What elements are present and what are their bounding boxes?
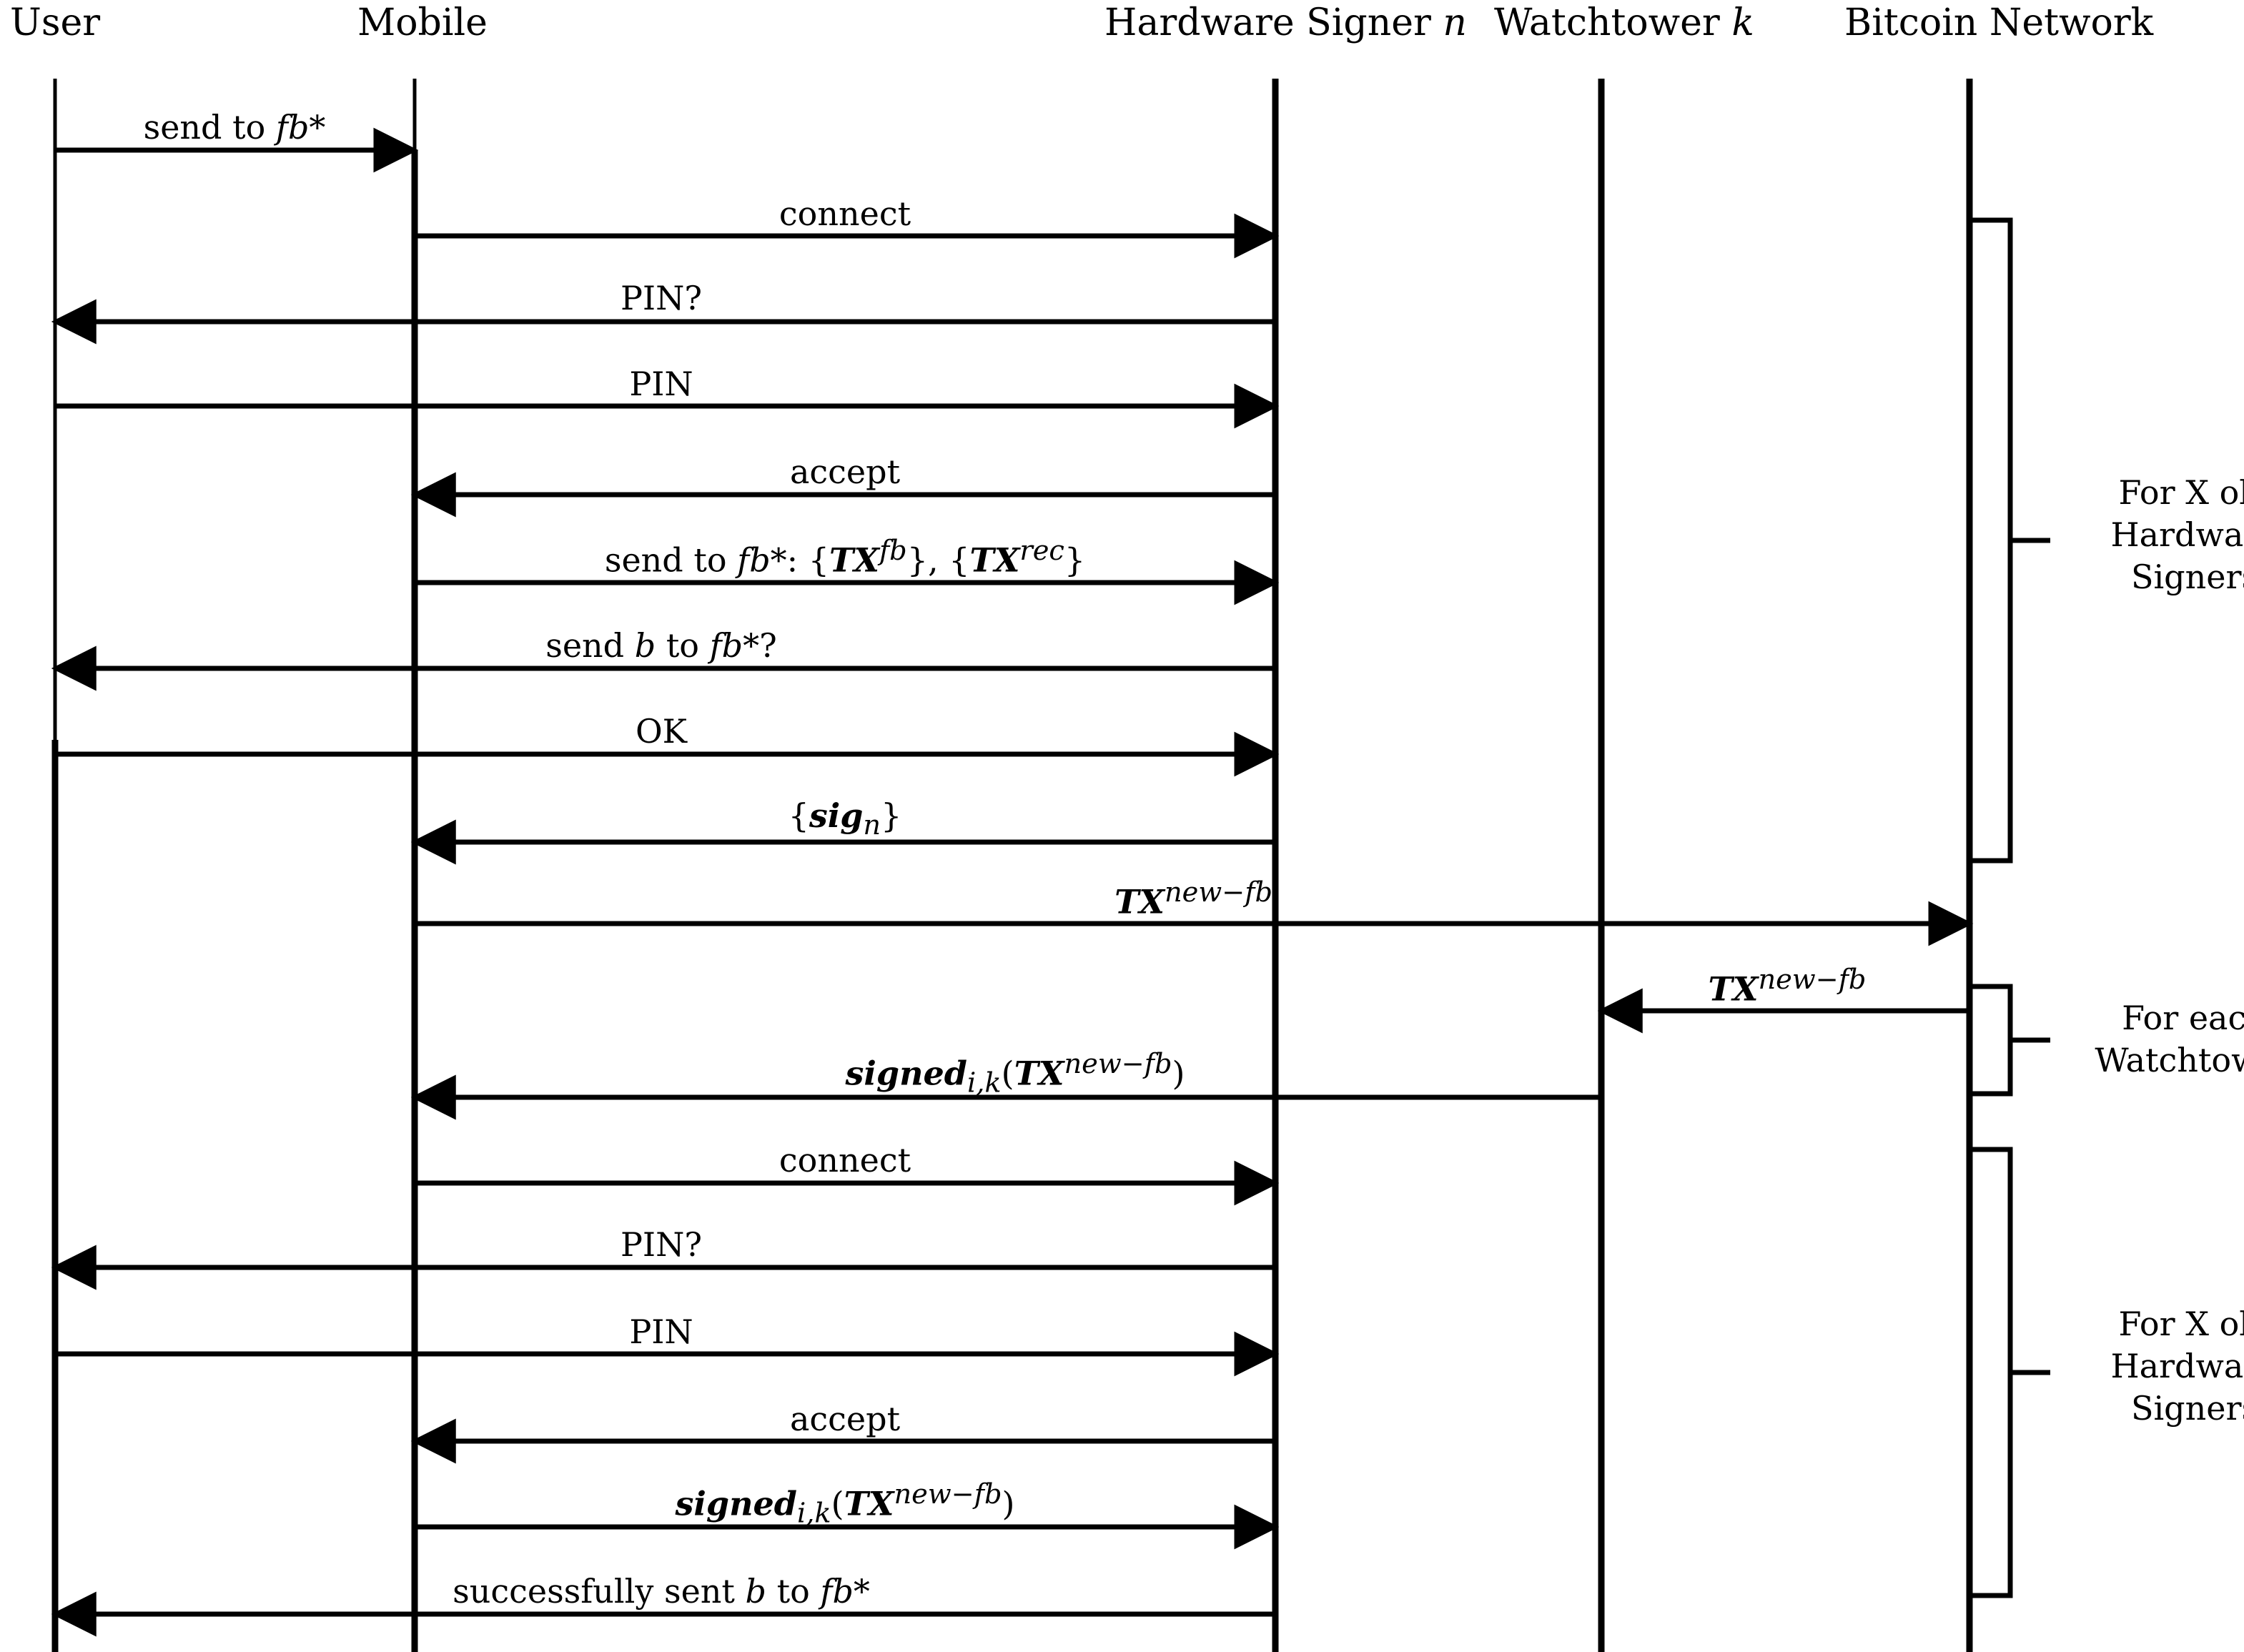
message-label-m18: successfully sent b to fb*	[453, 1572, 870, 1611]
message-label-m4: PIN	[629, 365, 693, 403]
message-label-m6: send to fb*: {TXfb}, {TXrec}	[604, 535, 1086, 580]
bracket-note-line: For X old	[2118, 1305, 2244, 1343]
bracket-group	[1970, 217, 2050, 1598]
message-label-m8: OK	[635, 712, 688, 751]
bracket-each-watchtower-label: For eachWatchtower	[2087, 997, 2244, 1082]
lifeline-header-mobile: Mobile	[357, 1, 488, 44]
act-network	[1966, 79, 1973, 1652]
message-label-m16: accept	[789, 1400, 901, 1438]
message-label-m5: accept	[789, 452, 901, 491]
message-label-m3: PIN?	[620, 279, 703, 317]
message-label-m1: send to fb*	[143, 108, 326, 147]
message-label-m9: {sign}	[788, 796, 902, 842]
bracket-old-signers-2	[1970, 1147, 2050, 1598]
bracket-note-line: Signers	[2130, 557, 2244, 596]
bracket-note-line: For X old	[2118, 473, 2244, 512]
message-arrow-group	[51, 127, 1974, 1637]
lifeline-group	[51, 79, 1973, 1652]
message-label-m2: connect	[779, 194, 911, 233]
lifeline-header-watchtower: Watchtower k	[1494, 1, 1754, 44]
act-tower	[1598, 79, 1605, 1652]
message-label-m10: TXnew−fb	[1114, 876, 1272, 921]
bracket-note-line: Signers	[2130, 1388, 2244, 1428]
act-user	[51, 740, 59, 1652]
bracket-old-signers-2-label: For X oldHardwareSigners	[2087, 1303, 2244, 1430]
message-label-m14: PIN?	[620, 1225, 703, 1264]
bracket-note-line: For each	[2122, 999, 2244, 1037]
message-label-m13: connect	[779, 1141, 911, 1179]
bracket-note-line: Hardware	[2110, 515, 2244, 554]
bracket-note-line: Watchtower	[2095, 1040, 2244, 1079]
message-label-m11: TXnew−fb	[1708, 964, 1867, 1009]
message-label-m12: signedi,k(TXnew−fb)	[845, 1048, 1185, 1099]
message-label-m7: send b to fb*?	[545, 626, 777, 665]
message-label-m15: PIN	[629, 1312, 693, 1351]
lifeline-header-user: User	[10, 1, 101, 44]
bracket-each-watchtower	[1970, 984, 2050, 1097]
bracket-old-signers-1-label: For X oldHardwareSigners	[2087, 472, 2244, 598]
lifeline-header-hardware-signer: Hardware Signer n	[1104, 1, 1467, 44]
message-label-m17: signedi,k(TXnew−fb)	[675, 1478, 1015, 1530]
bracket-old-signers-1	[1970, 217, 2050, 864]
lifeline-header-bitcoin-network: Bitcoin Network	[1844, 1, 2154, 44]
bracket-note-line: Hardware	[2110, 1346, 2244, 1385]
act-mobile	[411, 150, 418, 1652]
act-signer	[1272, 79, 1279, 1652]
